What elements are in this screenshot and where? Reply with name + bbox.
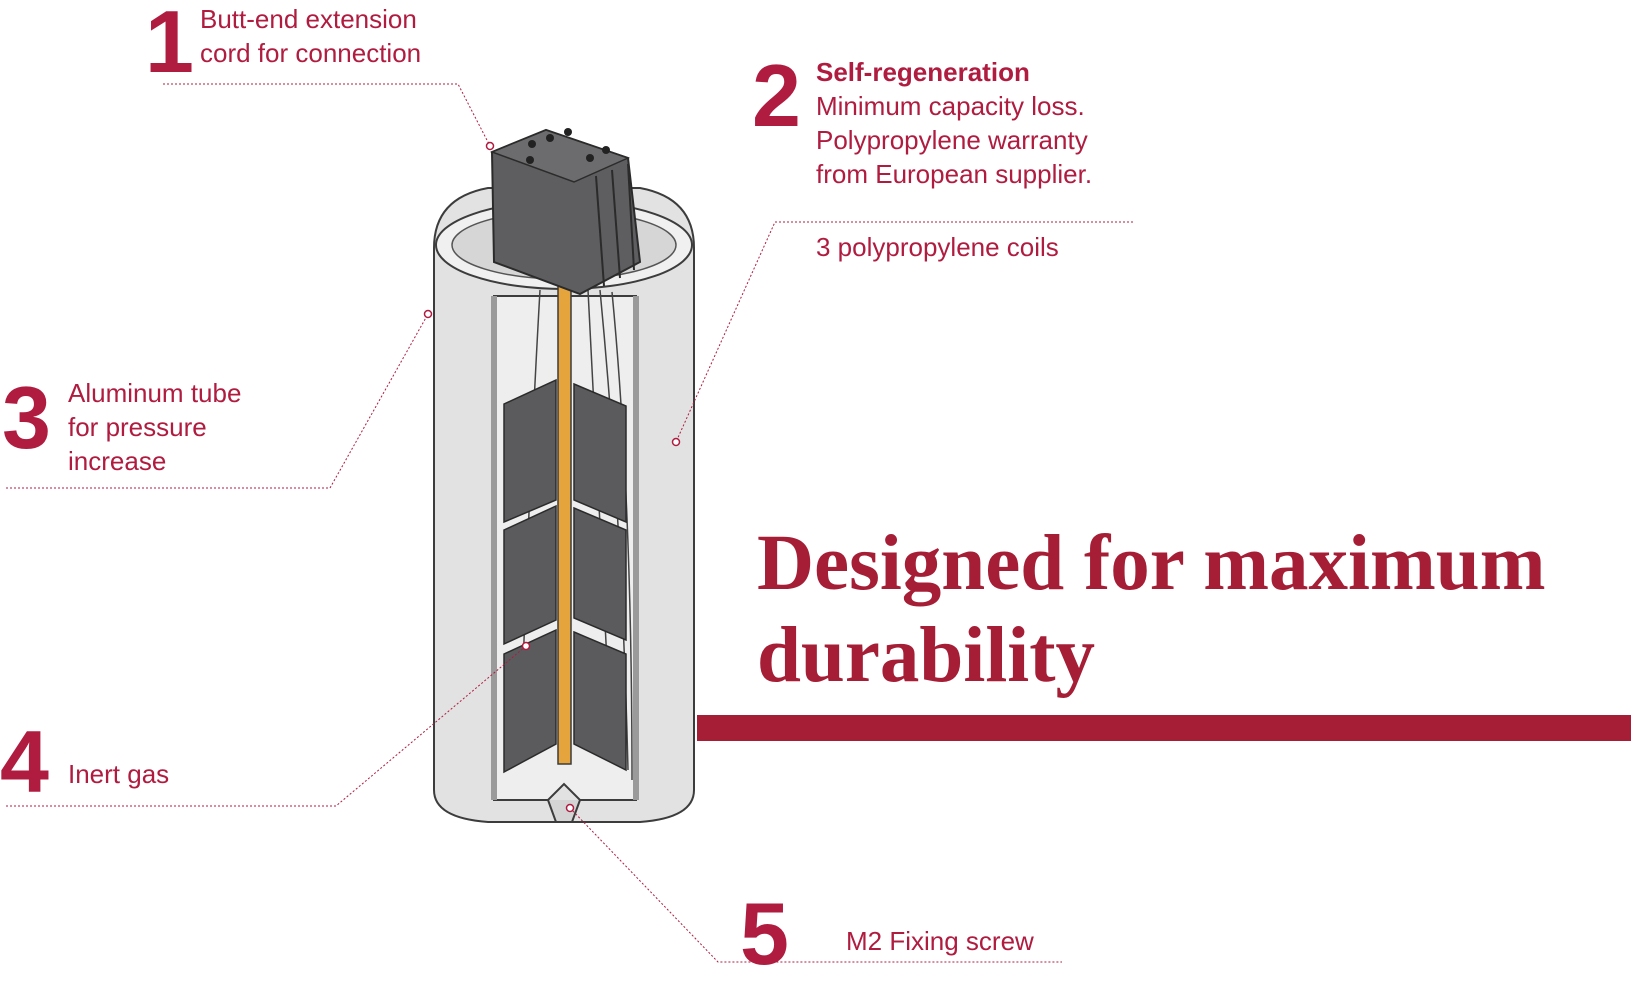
leader-line-4 [6, 645, 527, 807]
coil-right-bottom [573, 630, 627, 772]
headline-underline-bar [697, 715, 1631, 741]
leader-line-3 [6, 313, 429, 489]
callout-text-5: M2 Fixing screw [846, 926, 1034, 956]
callout-extra-2: 3 polypropylene coils [816, 232, 1059, 262]
headline: Designed for maximum durability [757, 518, 1546, 702]
coil-right-top [573, 382, 627, 524]
coil-left-bottom [503, 628, 557, 774]
callout-text-4: Inert gas [68, 759, 170, 789]
callout-text-3: Aluminum tube for pressure increase [68, 378, 242, 476]
coil-right-middle [573, 506, 627, 642]
leader-line-5 [569, 807, 1062, 963]
center-rod [557, 281, 572, 765]
leader-line-2 [675, 221, 1133, 443]
leader-line-1 [163, 83, 491, 147]
callout-number-1: 1 [145, 0, 194, 91]
callout-number-3: 3 [2, 368, 51, 467]
headline-line-2: durability [757, 612, 1096, 699]
coil-left-middle [503, 504, 557, 646]
callout-number-4: 4 [0, 712, 49, 811]
callout-number-2: 2 [752, 46, 801, 145]
callout-title-2: Self-regeneration [816, 57, 1030, 87]
headline-line-1: Designed for maximum [757, 520, 1546, 607]
callout-text-1: Butt-end extension cord for connection [200, 4, 422, 68]
coil-left-top [503, 378, 557, 524]
callout-number-5: 5 [740, 884, 789, 983]
callout-text-2: Self-regeneration Minimum capacity loss.… [816, 57, 1093, 189]
